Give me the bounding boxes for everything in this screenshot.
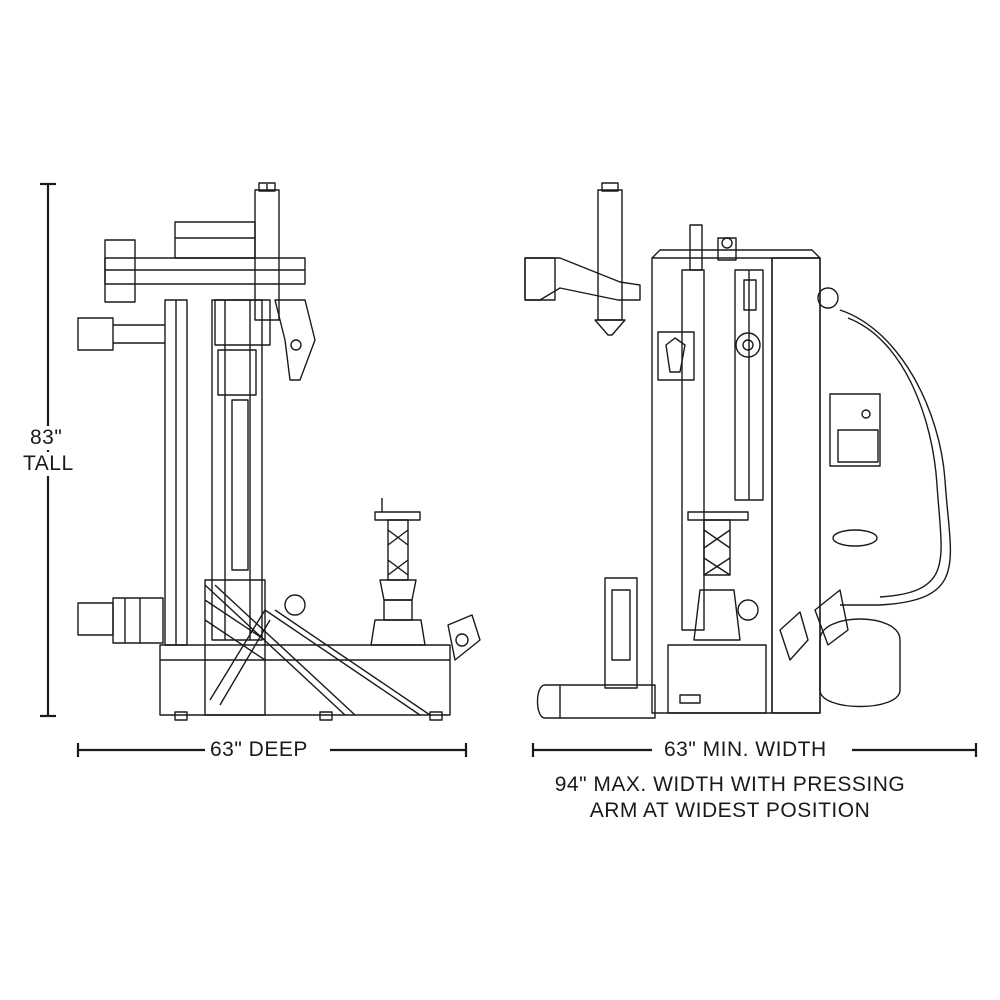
depth-dimension-line	[76, 743, 468, 757]
height-dimension-line	[40, 182, 56, 718]
height-word-label: TALL	[23, 452, 74, 476]
side-view-machine	[77, 182, 481, 721]
max-width-note-line2: ARM AT WIDEST POSITION	[589, 799, 871, 822]
width-dimension-line	[531, 743, 978, 757]
max-width-note: 94" MAX. WIDTH WITH PRESSING ARM AT WIDE…	[520, 772, 940, 824]
front-view-machine	[524, 182, 952, 719]
depth-label: 63" DEEP	[210, 738, 308, 762]
max-width-note-line1: 94" MAX. WIDTH WITH PRESSING	[554, 773, 906, 796]
height-value-label: 83"	[30, 426, 63, 450]
min-width-label: 63" MIN. WIDTH	[664, 738, 827, 762]
